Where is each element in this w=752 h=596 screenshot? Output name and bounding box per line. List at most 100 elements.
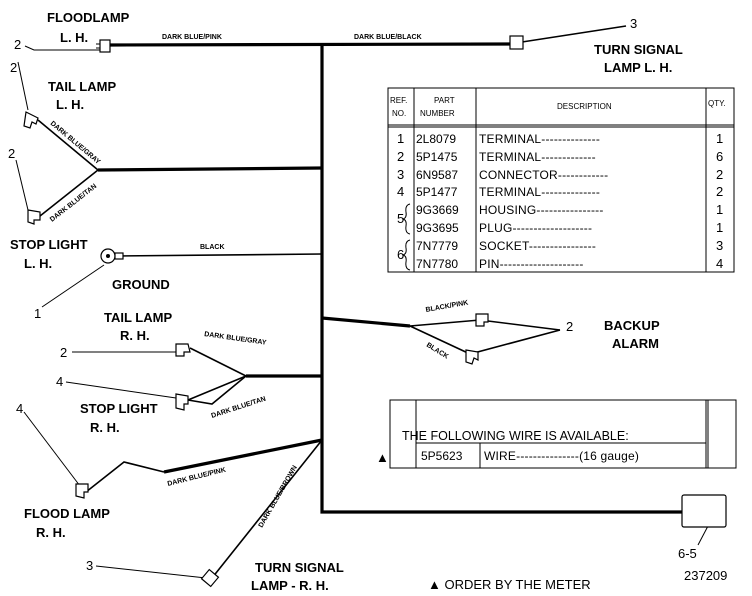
tail-branch-lh <box>97 166 323 172</box>
wire-label-dark-blue-gray-rh: DARK BLUE/GRAY <box>204 331 267 347</box>
table-row-qty: 1 <box>716 131 723 146</box>
callout-turn-signal-rh: 3 <box>86 558 93 573</box>
table-header-ref-2: NO. <box>392 109 406 118</box>
terminal-stop-light-lh <box>27 209 41 225</box>
terminal-backup-black <box>465 349 479 365</box>
connector-turn-signal-lh <box>509 35 524 50</box>
label-floodlamp-lh-2: L. H. <box>60 30 88 45</box>
meter-box <box>681 494 727 528</box>
wire-label-dark-blue-pink-top: DARK BLUE/PINK <box>162 34 222 41</box>
table-row-ref-group: 6 <box>397 247 404 262</box>
table-row-ref: 4 <box>397 184 404 199</box>
table-row-part: 9G3695 <box>416 221 459 235</box>
table-row-part: 5P1477 <box>416 185 458 199</box>
wire-label-dark-blue-gray-lh: DARK BLUE/GRAY <box>49 120 102 166</box>
label-ground: GROUND <box>112 277 170 292</box>
flood-rh-branch <box>163 438 323 474</box>
callout-tail-lamp-lh: 2 <box>10 60 17 75</box>
footnote: ▲ ORDER BY THE METER <box>428 577 591 592</box>
callout-turn-signal-lh: 3 <box>630 16 637 31</box>
wire-table-marker: ▲ <box>376 450 389 465</box>
table-row-qty: 1 <box>716 220 723 235</box>
table-row-qty: 2 <box>716 167 723 182</box>
table-row-desc: TERMINAL-------------- <box>479 132 600 146</box>
table-row-desc: TERMINAL------------- <box>479 150 596 164</box>
terminal-backup-pink <box>475 313 489 327</box>
table-row-ref: 1 <box>397 131 404 146</box>
label-turn-signal-lh-1: TURN SIGNAL <box>594 42 683 57</box>
label-tail-lamp-rh-1: TAIL LAMP <box>104 310 172 325</box>
brace-6 <box>402 239 411 271</box>
ground-terminal <box>100 248 124 264</box>
callout-backup-alarm: 2 <box>566 319 573 334</box>
label-tail-lamp-lh-1: TAIL LAMP <box>48 79 116 94</box>
table-header-part-2: NUMBER <box>420 109 455 118</box>
connector-floodlamp-lh <box>96 39 111 53</box>
table-header-qty: QTY. <box>708 99 726 108</box>
wire-table: THE FOLLOWING WIRE IS AVAILABLE: ▲ 5P562… <box>376 399 737 469</box>
table-row-desc: TERMINAL-------------- <box>479 185 600 199</box>
table-row-qty: 6 <box>716 149 723 164</box>
terminal-tail-lamp-rh <box>175 343 191 357</box>
callout-stop-light-rh: 4 <box>56 374 63 389</box>
table-header-ref-1: REF. <box>390 96 407 105</box>
wire-stop-rh-loop <box>187 375 247 405</box>
label-flood-lamp-rh-2: R. H. <box>36 525 66 540</box>
table-row-ref: 2 <box>397 149 404 164</box>
label-backup-alarm-1: BACKUP <box>604 318 660 333</box>
label-backup-alarm-2: ALARM <box>612 336 659 351</box>
wire-turn-lh <box>521 25 627 43</box>
table-row-qty: 1 <box>716 202 723 217</box>
wire-table-part: 5P5623 <box>421 449 463 463</box>
wire-table-heading: THE FOLLOWING WIRE IS AVAILABLE: <box>402 429 629 443</box>
terminal-stop-light-rh <box>175 393 189 411</box>
table-row-qty: 4 <box>716 256 723 271</box>
table-row-part: 5P1475 <box>416 150 458 164</box>
wire-ground <box>114 253 323 257</box>
brace-5 <box>402 203 411 235</box>
table-row-part: 2L8079 <box>416 132 456 146</box>
table-row-qty: 2 <box>716 184 723 199</box>
table-row-part: 7N7779 <box>416 239 458 253</box>
callout-meter-box: 6-5 <box>678 546 697 561</box>
wire-stop-lh <box>39 169 99 217</box>
label-stop-light-lh-2: L. H. <box>24 256 52 271</box>
drawing-number: 237209 <box>684 568 727 583</box>
table-row-desc: CONNECTOR------------ <box>479 168 608 182</box>
label-turn-signal-rh-2: LAMP - R. H. <box>251 578 329 593</box>
wire-label-black-pink: BLACK/PINK <box>425 300 469 314</box>
table-row-desc: PLUG------------------- <box>479 221 592 235</box>
table-row-ref-group: 5 <box>397 211 404 226</box>
label-turn-signal-lh-2: LAMP L. H. <box>604 60 672 75</box>
harness-trunk <box>320 44 690 514</box>
table-row-desc: PIN-------------------- <box>479 257 584 271</box>
wire-stop-rh <box>187 375 247 401</box>
table-row-desc: SOCKET---------------- <box>479 239 596 253</box>
label-tail-lamp-rh-2: R. H. <box>120 328 150 343</box>
label-stop-light-rh-1: STOP LIGHT <box>80 401 158 416</box>
label-tail-lamp-lh-2: L. H. <box>56 97 84 112</box>
table-row-part: 9G3669 <box>416 203 459 217</box>
callout-flood-lamp-rh: 4 <box>16 401 23 416</box>
table-row-qty: 3 <box>716 238 723 253</box>
terminal-flood-lamp-rh <box>75 483 89 499</box>
label-flood-lamp-rh-1: FLOOD LAMP <box>24 506 110 521</box>
wire-label-dark-blue-brown: DARK BLUE/BROWN <box>258 465 299 529</box>
table-row-part: 6N9587 <box>416 168 458 182</box>
callout-stop-light-lh: 2 <box>8 146 15 161</box>
wire-tail-rh <box>189 347 247 377</box>
label-floodlamp-lh-1: FLOODLAMP <box>47 10 130 25</box>
callout-floodlamp-lh: 2 <box>14 37 21 52</box>
leader-lines <box>15 45 709 579</box>
table-row-part: 7N7780 <box>416 257 458 271</box>
callout-tail-lamp-rh: 2 <box>60 345 67 360</box>
label-stop-light-lh-1: STOP LIGHT <box>10 237 88 252</box>
table-header-part-1: PART <box>434 96 455 105</box>
callout-ground: 1 <box>34 306 41 321</box>
harness-top <box>109 42 516 47</box>
wire-label-black-alarm: BLACK <box>425 342 449 361</box>
table-row-desc: HOUSING---------------- <box>479 203 604 217</box>
parts-table: REF. NO. PART NUMBER DESCRIPTION QTY. 1 … <box>387 87 735 273</box>
connector-turn-signal-rh <box>200 568 220 588</box>
